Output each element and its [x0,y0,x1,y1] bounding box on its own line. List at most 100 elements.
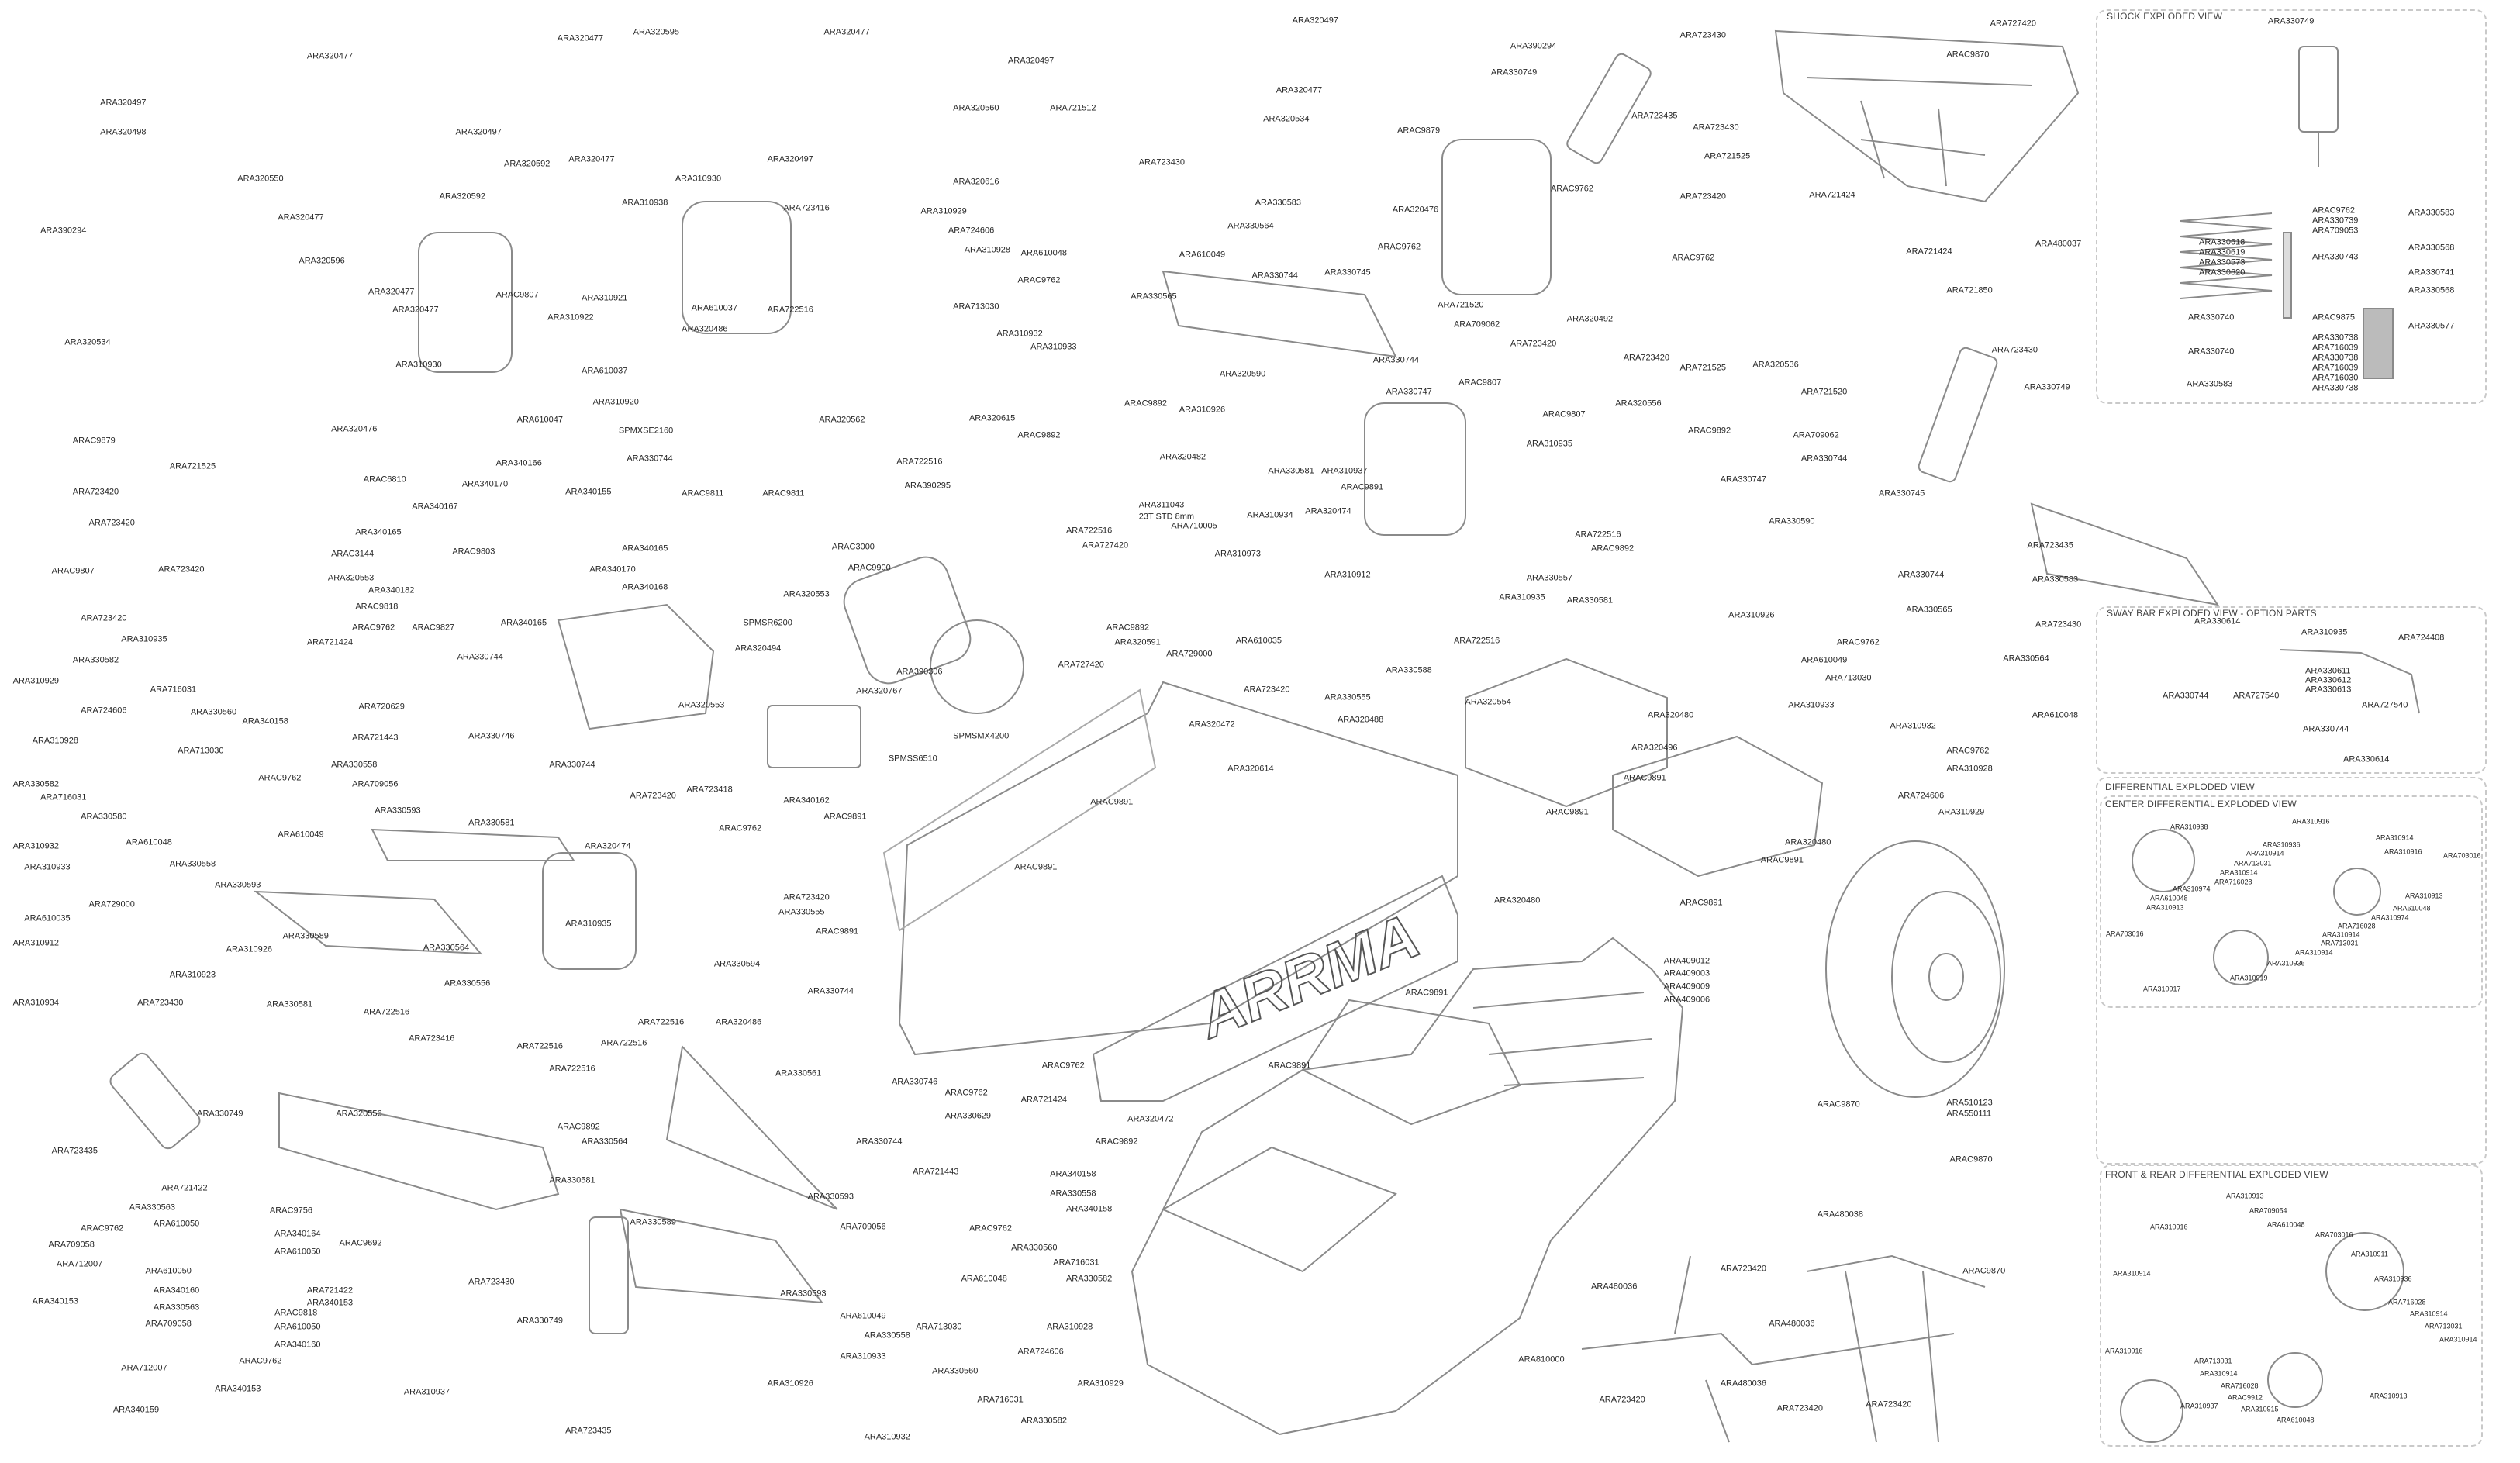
shock-part-label: ARA716039 [2312,363,2359,373]
part-number-label: ARA723435 [565,1426,612,1436]
part-number-label: ARAC9891 [1268,1061,1311,1071]
part-number-label: ARA723420 [1776,1403,1823,1413]
panel-shock-drawing [2180,46,2394,379]
part-number-label: ARA310930 [395,360,442,370]
part-number-label: ARA310933 [24,862,71,872]
center-diff-title: CENTER DIFFERENTIAL EXPLODED VIEW [2105,799,2297,809]
part-number-label: ARA721422 [161,1183,208,1193]
part-number-label: ARA330593 [215,880,261,890]
part-number-label: ARA390294 [40,226,87,236]
sway-part-label: ARA330613 [2305,685,2352,695]
part-number-label: ARA550111 [1946,1109,1992,1119]
part-number-label: ARA340155 [565,487,612,497]
part-number-label: ARAC9892 [1591,543,1635,554]
part-number-label: ARA340153 [306,1298,354,1308]
part-number-label: ARA390295 [904,481,951,491]
part-number-label: ARA320592 [439,192,485,202]
part-number-label: ARA310912 [1324,570,1371,580]
part-number-label: ARA330565 [1131,292,1177,302]
part-number-label: ARA340182 [368,585,415,595]
part-number-label: ARA311043 [1138,500,1185,510]
part-number-label: ARA723420 [1679,192,1726,202]
center-diff-part-label: ARA310974 [2173,885,2211,893]
part-number-label: ARAC9870 [1962,1266,2006,1276]
part-number-label: ARA723420 [1866,1399,1912,1410]
part-number-label: ARA724606 [81,706,127,716]
part-number-label: ARAC9762 [968,1223,1013,1234]
part-number-label: ARA310973 [1214,549,1261,559]
part-number-label: ARAC9891 [1405,988,1448,998]
part-number-label: ARA610037 [581,366,628,376]
part-number-label: ARA724606 [1897,791,1945,801]
part-number-label: ARA330749 [2024,382,2070,392]
part-number-label: ARA330581 [266,999,313,1009]
differential-panel [2096,777,2487,1165]
part-number-label: ARAC9762 [1672,253,1715,263]
shock-part-label: ARA330738 [2312,333,2359,343]
part-number-label: ARA320596 [299,256,345,266]
part-number-label: ARA320482 [1159,452,1206,462]
center-diff-part-label: ARA310916 [2384,847,2422,856]
part-number-label: ARA713030 [916,1322,962,1332]
part-number-label: ARA723435 [1631,111,1678,121]
part-number-label: ARA320553 [783,589,830,599]
part-number-label: ARA330745 [1324,267,1371,278]
part-number-label: ARA330744 [457,652,503,662]
center-diff-part-label: ARA310914 [2246,849,2284,857]
part-number-label: ARA330593 [375,806,421,816]
sway-part-label: ARA727540 [2233,691,2280,701]
part-number-label: ARA723430 [137,998,184,1008]
rear-wing-drawing [1774,29,2080,203]
part-number-label: ARA724606 [948,226,995,236]
part-number-label: ARA320498 [100,127,147,137]
part-number-label: ARA330747 [1720,474,1767,485]
part-number-label: SPMXSE2160 [618,426,674,436]
center-diff-part-label: ARA310917 [2143,985,2181,993]
part-number-label: ARA723420 [1510,339,1557,349]
part-number-label: ARA340165 [355,527,402,537]
part-number-label: ARA722516 [549,1064,595,1074]
shock-part-label: ARA330749 [2268,16,2315,26]
part-number-label: ARA720629 [358,702,405,712]
part-number-label: ARA330594 [713,959,761,969]
part-number-label: ARA330564 [2003,654,2049,664]
motor-drawing [843,556,1024,714]
shock-part-label: ARA330620 [2199,267,2246,278]
part-number-label: ARA330558 [1050,1189,1096,1199]
part-number-label: ARA320477 [278,212,324,223]
sway-part-label: ARA727540 [2362,700,2408,710]
part-number-label: ARA709062 [1453,319,1500,330]
part-number-label: ARAC9762 [1946,746,1990,756]
fr-diff-part-label: ARA703016 [2315,1230,2353,1239]
part-number-label: ARA340168 [622,582,668,592]
part-number-label: ARA310922 [547,312,594,323]
part-number-label: ARA320480 [1647,710,1694,720]
part-number-label: ARAC6810 [363,474,406,485]
fr-diff-part-label: ARA310913 [2226,1192,2264,1200]
center-diff-part-label: ARA310914 [2376,833,2414,842]
part-number-label: ARAC3144 [331,549,375,559]
front-bumper-drawing [278,1092,560,1211]
part-number-label: ARA723430 [468,1277,515,1287]
shock-part-label: ARA330739 [2312,216,2359,226]
sway-bar-panel [2096,606,2487,774]
part-number-label: ARAC9762 [1017,275,1061,285]
part-number-label: ARA320488 [1337,715,1384,725]
part-number-label: ARA340158 [242,716,288,726]
part-number-label: ARA320590 [1219,369,1266,379]
part-number-label: ARA723420 [158,564,205,575]
fr-diff-part-label: ARA310916 [2105,1347,2143,1355]
fr-diff-part-label: ARA310914 [2439,1335,2477,1344]
part-number-label: ARA721424 [306,637,354,647]
part-number-label: ARA310928 [32,736,78,746]
fr-diff-part-label: ARA713031 [2194,1357,2232,1365]
part-number-label: ARAC9807 [495,290,539,300]
part-number-label: ARA480036 [1769,1319,1815,1329]
part-number-label: ARA310926 [226,944,272,954]
shock-drawing [109,53,1998,1334]
part-number-label: ARA330629 [944,1111,992,1121]
part-number-label: ARA320554 [1465,697,1511,707]
part-number-label: ARA721443 [352,733,399,743]
part-number-label: ARA721520 [1800,387,1848,397]
part-number-label: ARA310929 [12,676,59,686]
